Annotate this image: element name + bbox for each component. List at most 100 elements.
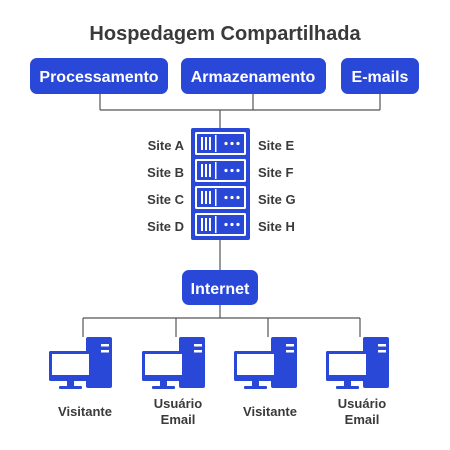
diagram-title: Hospedagem Compartilhada bbox=[89, 23, 361, 45]
server-slot bbox=[201, 164, 203, 177]
site-label: Site D bbox=[147, 219, 184, 234]
server-frame bbox=[191, 128, 250, 240]
server-units bbox=[195, 132, 246, 236]
server-led bbox=[224, 141, 228, 146]
computer-icon bbox=[49, 337, 112, 389]
resource-processamento: Processamento bbox=[30, 58, 168, 94]
internet-node: Internet bbox=[182, 270, 258, 305]
tower-body bbox=[86, 337, 112, 388]
server-slot bbox=[209, 164, 211, 177]
resource-box bbox=[30, 58, 168, 94]
sites-right: Site E Site F Site G Site H bbox=[258, 138, 296, 234]
site-label: Site G bbox=[258, 192, 296, 207]
server-slot bbox=[209, 191, 211, 204]
server-unit bbox=[195, 186, 246, 209]
server-led bbox=[224, 168, 228, 173]
server-slot bbox=[209, 137, 211, 150]
tower-slot bbox=[378, 344, 386, 347]
tower-slot bbox=[194, 350, 202, 353]
monitor-neck bbox=[67, 381, 74, 386]
monitor-neck bbox=[344, 381, 351, 386]
monitor-base bbox=[336, 386, 359, 389]
server-slot bbox=[205, 137, 207, 150]
bottom-connectors bbox=[82, 305, 361, 337]
computer-icon bbox=[142, 337, 205, 389]
server-slot bbox=[205, 191, 207, 204]
monitor-base bbox=[152, 386, 175, 389]
client-label: Email bbox=[161, 412, 196, 427]
site-label: Site A bbox=[148, 138, 185, 153]
client-labels: Visitante Usuário Email Visitante Usuári… bbox=[58, 396, 386, 427]
monitor-screen bbox=[237, 354, 274, 375]
tower-body bbox=[179, 337, 205, 388]
server-slot bbox=[201, 191, 203, 204]
resource-label: E-mails bbox=[352, 69, 409, 86]
client-label: Usuário bbox=[154, 396, 202, 411]
monitor-screen bbox=[52, 354, 89, 375]
site-label: Site C bbox=[147, 192, 184, 207]
server-led bbox=[230, 141, 234, 146]
server-unit bbox=[195, 159, 246, 182]
server-unit bbox=[195, 132, 246, 155]
clients bbox=[49, 337, 389, 389]
server-led bbox=[236, 141, 240, 146]
computer-icon bbox=[234, 337, 297, 389]
computer-icon bbox=[326, 337, 389, 389]
tower-body bbox=[271, 337, 297, 388]
tower-slot bbox=[378, 350, 386, 353]
server-unit-panel bbox=[197, 134, 244, 153]
monitor-screen bbox=[329, 354, 366, 375]
monitor-neck bbox=[160, 381, 167, 386]
resource-label: Armazenamento bbox=[191, 69, 316, 86]
site-label: Site B bbox=[147, 165, 184, 180]
tower-body bbox=[363, 337, 389, 388]
server-divider bbox=[215, 162, 217, 179]
server-led bbox=[236, 222, 240, 227]
server-rack-icon bbox=[191, 128, 250, 240]
resource-label: Processamento bbox=[39, 69, 158, 86]
tower-slot bbox=[194, 344, 202, 347]
server-unit-panel bbox=[197, 215, 244, 234]
internet-box bbox=[182, 270, 258, 305]
server-divider bbox=[215, 216, 217, 233]
tower-slot bbox=[101, 350, 109, 353]
internet-label: Internet bbox=[191, 281, 250, 298]
monitor-screen bbox=[145, 354, 182, 375]
client-label: Email bbox=[345, 412, 380, 427]
server-unit-panel bbox=[197, 188, 244, 207]
server-led bbox=[230, 222, 234, 227]
server-divider bbox=[215, 189, 217, 206]
server-led bbox=[224, 222, 228, 227]
resource-emails: E-mails bbox=[341, 58, 419, 94]
top-connectors bbox=[99, 93, 381, 128]
monitor-base bbox=[244, 386, 267, 389]
tower-slot bbox=[286, 344, 294, 347]
server-led bbox=[224, 195, 228, 200]
tower-slot bbox=[101, 344, 109, 347]
monitor-neck bbox=[252, 381, 259, 386]
resource-armazenamento: Armazenamento bbox=[181, 58, 326, 94]
client-label: Visitante bbox=[58, 404, 112, 419]
server-led bbox=[230, 168, 234, 173]
tower-slot bbox=[286, 350, 294, 353]
monitor-base bbox=[59, 386, 82, 389]
server-slot bbox=[209, 218, 211, 231]
sites-left: Site A Site B Site C Site D bbox=[147, 138, 184, 234]
server-led bbox=[236, 195, 240, 200]
client-label: Usuário bbox=[338, 396, 386, 411]
server-divider bbox=[215, 135, 217, 152]
server-unit-panel bbox=[197, 161, 244, 180]
server-slot bbox=[201, 137, 203, 150]
site-label: Site H bbox=[258, 219, 295, 234]
server-led bbox=[230, 195, 234, 200]
server-slot bbox=[205, 218, 207, 231]
server-led bbox=[236, 168, 240, 173]
server-slot bbox=[205, 164, 207, 177]
site-label: Site E bbox=[258, 138, 294, 153]
client-label: Visitante bbox=[243, 404, 297, 419]
resource-box bbox=[181, 58, 326, 94]
site-label: Site F bbox=[258, 165, 293, 180]
server-unit bbox=[195, 213, 246, 236]
